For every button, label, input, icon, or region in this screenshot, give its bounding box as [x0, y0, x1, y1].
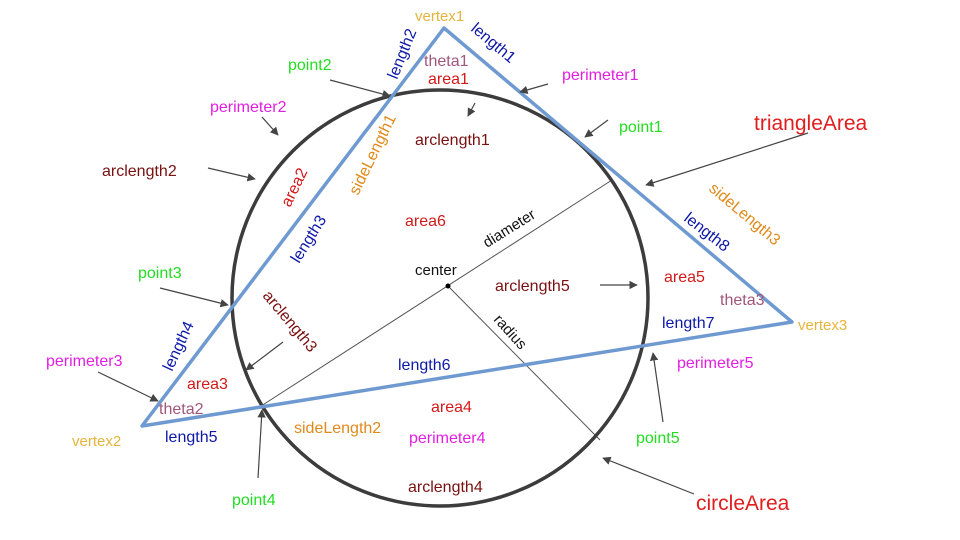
- label-vertex3: vertex3: [798, 317, 847, 334]
- label-point3: point3: [138, 265, 182, 282]
- label-arclength2: arclength2: [102, 163, 177, 180]
- label-length1: length1: [467, 20, 518, 67]
- label-diameter: diameter: [480, 206, 539, 251]
- arrow-point1: [584, 119, 609, 138]
- label-point4: point4: [232, 492, 276, 509]
- label-perimeter1: perimeter1: [562, 67, 639, 84]
- arrow-perimeter3: [97, 371, 159, 402]
- arrow-arclength2: [207, 167, 256, 182]
- label-circleArea: circleArea: [696, 492, 790, 515]
- label-theta2: theta2: [159, 401, 204, 418]
- diameter-line: [257, 179, 613, 409]
- label-arclength3: arclength3: [259, 288, 320, 356]
- label-perimeter3: perimeter3: [46, 353, 123, 370]
- label-center: center: [415, 262, 457, 279]
- label-point5: point5: [636, 430, 680, 447]
- label-area5: area5: [664, 269, 705, 286]
- label-point2: point2: [288, 57, 332, 74]
- label-area4: area4: [431, 399, 472, 416]
- label-length4: length4: [160, 319, 198, 374]
- label-area6: area6: [405, 213, 446, 230]
- arrow-triangleArea: [645, 132, 809, 187]
- label-arclength5: arclength5: [495, 278, 570, 295]
- label-area3: area3: [187, 376, 228, 393]
- label-point1: point1: [619, 119, 663, 136]
- arrow-point2: [329, 79, 391, 99]
- label-length3: length3: [288, 213, 330, 267]
- label-area1: area1: [428, 71, 469, 88]
- label-length2: length2: [385, 26, 420, 81]
- label-area2: area2: [278, 165, 311, 209]
- label-perimeter5: perimeter5: [677, 355, 754, 372]
- annotation-arrows: [97, 79, 809, 495]
- arrow-circleArea: [602, 456, 695, 495]
- arrow-perimeter2: [261, 116, 279, 136]
- label-sideLength1: sideLength1: [346, 112, 400, 198]
- label-perimeter2: perimeter2: [210, 99, 287, 116]
- label-arclength4: arclength4: [408, 479, 483, 496]
- circle: [230, 88, 650, 508]
- radius-line: [447, 285, 601, 441]
- label-sideLength2: sideLength2: [294, 420, 381, 437]
- center-dot: [445, 283, 451, 289]
- label-triangleArea: triangleArea: [754, 112, 868, 135]
- label-length7: length7: [662, 315, 715, 332]
- arrow-area1: [467, 102, 476, 117]
- arrow-arclength3: [245, 341, 284, 371]
- arrow-point4: [257, 409, 266, 479]
- label-length5: length5: [165, 429, 218, 446]
- label-length6: length6: [398, 357, 451, 374]
- label-vertex2: vertex2: [72, 433, 121, 450]
- label-theta3: theta3: [720, 292, 765, 309]
- triangle: [140, 26, 794, 428]
- label-perimeter4: perimeter4: [409, 430, 486, 447]
- label-theta1: theta1: [424, 53, 469, 70]
- arrow-point3: [159, 287, 229, 308]
- label-radius: radius: [490, 311, 530, 353]
- arrow-perimeter1: [519, 83, 549, 94]
- label-vertex1: vertex1: [415, 8, 464, 25]
- label-arclength1: arclength1: [415, 132, 490, 149]
- arrow-point5: [649, 352, 664, 423]
